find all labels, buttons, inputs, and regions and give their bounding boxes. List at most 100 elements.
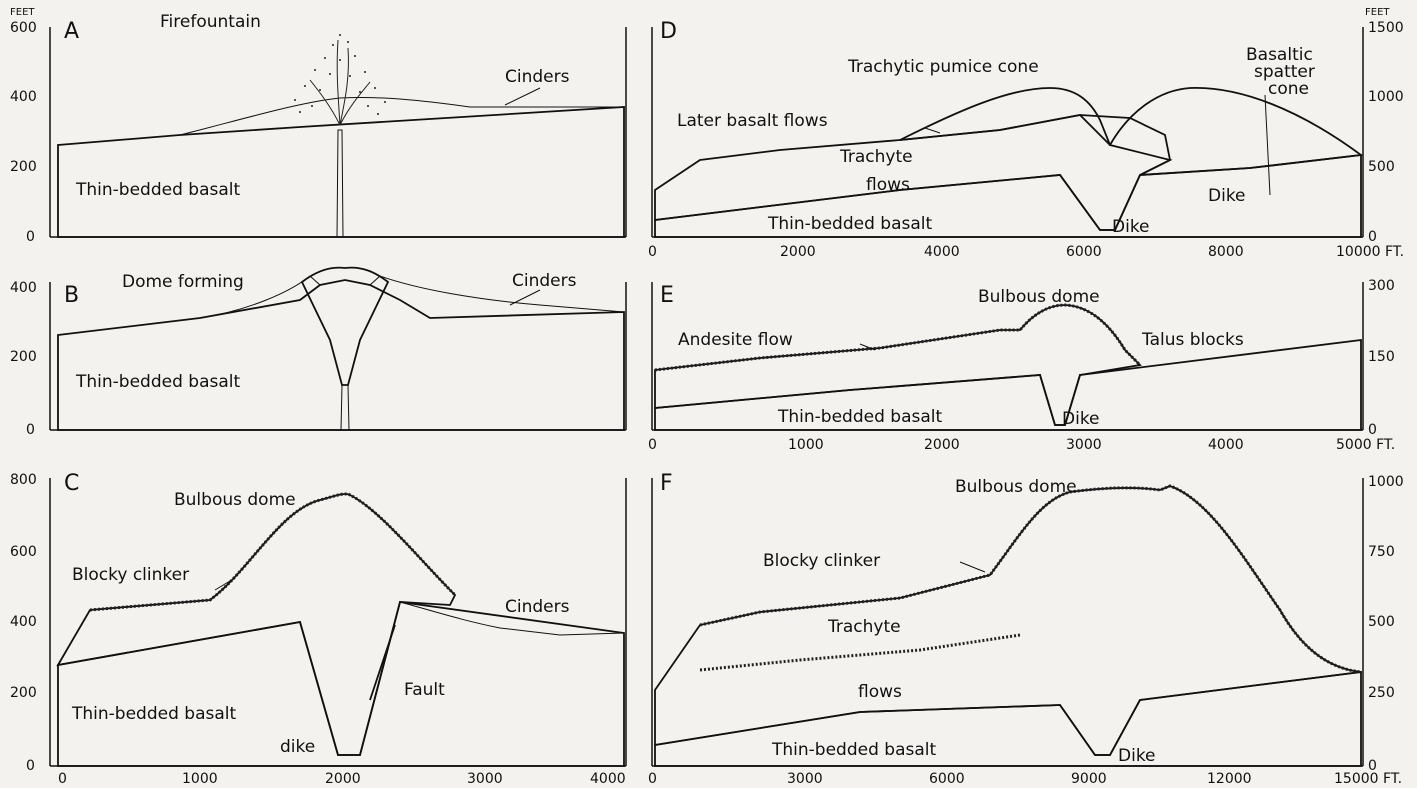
svg-text:5000 FT.: 5000 FT. <box>1336 437 1395 453</box>
basalt-label: Thin-bedded basalt <box>777 407 942 427</box>
svg-text:0: 0 <box>26 758 35 774</box>
basalt-label: Thin-bedded basalt <box>771 740 936 760</box>
trachyte-flows <box>655 486 1361 755</box>
y-ticks: 800 600 400 200 0 <box>10 472 37 774</box>
x-ticks: 0 1000 2000 3000 4000 5000 FT. <box>648 437 1395 453</box>
svg-text:0: 0 <box>648 771 657 787</box>
flows-label: flows <box>858 682 902 702</box>
dome <box>302 268 388 385</box>
svg-text:12000: 12000 <box>1207 771 1252 787</box>
svg-text:1000: 1000 <box>182 771 218 787</box>
dike-label: dike <box>280 737 315 757</box>
cinders-leader <box>505 88 540 105</box>
svg-text:300: 300 <box>1368 278 1395 294</box>
y-ticks: 600 400 200 0 <box>10 20 37 245</box>
dike-upper-label: Dike <box>1208 186 1246 206</box>
svg-text:15000 FT.: 15000 FT. <box>1334 771 1402 787</box>
x-ticks: 0 2000 4000 6000 8000 10000 FT. <box>648 244 1404 260</box>
panel-letter: E <box>660 283 674 308</box>
basalt-layer <box>58 107 624 237</box>
svg-text:0: 0 <box>1368 229 1377 245</box>
svg-text:10000 FT.: 10000 FT. <box>1336 244 1404 260</box>
fault-line <box>370 625 395 700</box>
basalt-label: Thin-bedded basalt <box>75 180 240 200</box>
svg-text:500: 500 <box>1368 614 1395 630</box>
svg-text:3000: 3000 <box>1066 437 1102 453</box>
trachytic-pumice-cone <box>900 88 1110 145</box>
y-ticks: 400 200 0 <box>10 280 37 438</box>
svg-text:2000: 2000 <box>780 244 816 260</box>
panel-e: E Bulbous dome Andesite flow Talus block… <box>648 278 1395 453</box>
cinders-label: Cinders <box>512 271 577 291</box>
svg-text:0: 0 <box>648 244 657 260</box>
svg-text:0: 0 <box>26 229 35 245</box>
svg-text:0: 0 <box>648 437 657 453</box>
svg-text:200: 200 <box>10 685 37 701</box>
svg-text:150: 150 <box>1368 349 1395 365</box>
bulbous-dome-label: Bulbous dome <box>978 287 1100 307</box>
panel-letter: D <box>660 19 677 44</box>
feeder-conduit <box>337 130 343 237</box>
basaltic-spatter-cone <box>1110 88 1361 175</box>
svg-text:8000: 8000 <box>1208 244 1244 260</box>
bulbous-dome-label: Bulbous dome <box>174 490 296 510</box>
x-ticks: 0 1000 2000 3000 4000 <box>58 771 626 787</box>
cinders-label: Cinders <box>505 67 570 87</box>
svg-text:4000: 4000 <box>1208 437 1244 453</box>
svg-text:600: 600 <box>10 544 37 560</box>
y-ticks: 1000 750 500 250 0 <box>1368 474 1404 774</box>
y-ticks: 1500 1000 500 0 <box>1368 20 1404 245</box>
svg-text:0: 0 <box>58 771 67 787</box>
svg-text:4000: 4000 <box>590 771 626 787</box>
blocky-clinker-leader <box>960 562 985 572</box>
svg-text:1500: 1500 <box>1368 20 1404 36</box>
firefountain-label: Firefountain <box>160 12 261 32</box>
spatter-label-line3: cone <box>1268 79 1309 99</box>
clinker-crest <box>90 494 455 610</box>
svg-text:3000: 3000 <box>787 771 823 787</box>
dike-label: Dike <box>1062 409 1100 429</box>
panel-letter: A <box>64 19 79 44</box>
trachyte-label: Trachyte <box>827 617 901 637</box>
svg-text:750: 750 <box>1368 544 1395 560</box>
spatter-dike-leader <box>1265 95 1270 195</box>
svg-text:6000: 6000 <box>929 771 965 787</box>
later-basalt-label: Later basalt flows <box>677 111 828 131</box>
trachyte-label: Trachyte <box>839 147 913 167</box>
trachyte-flows <box>655 115 1170 230</box>
inner-clinker <box>700 635 1020 670</box>
andesite-label: Andesite flow <box>678 330 793 350</box>
clinker-crest <box>700 486 1361 672</box>
svg-text:6000: 6000 <box>1066 244 1102 260</box>
svg-text:0: 0 <box>26 422 35 438</box>
svg-text:200: 200 <box>10 349 37 365</box>
flows-label: flows <box>866 175 910 195</box>
dome-forming-label: Dome forming <box>122 272 244 292</box>
svg-text:400: 400 <box>10 89 37 105</box>
panel-b: B Dome forming Cinders Thin-bedded basal… <box>10 268 626 438</box>
svg-text:200: 200 <box>10 159 37 175</box>
y-axis-unit: FEET <box>1365 7 1390 18</box>
firefountain-spray <box>294 34 386 125</box>
y-ticks: 300 150 0 <box>1368 278 1395 438</box>
basalt-label: Thin-bedded basalt <box>767 214 932 234</box>
svg-text:0: 0 <box>1368 422 1377 438</box>
svg-text:400: 400 <box>10 614 37 630</box>
basalt-label: Thin-bedded basalt <box>71 704 236 724</box>
svg-text:2000: 2000 <box>325 771 361 787</box>
basalt-layer <box>58 602 624 766</box>
svg-text:9000: 9000 <box>1071 771 1107 787</box>
basalt-label: Thin-bedded basalt <box>75 372 240 392</box>
panel-a: A FEET Firefountain Cinders Thin-bedded … <box>10 7 626 245</box>
dome-feeder <box>341 385 349 430</box>
panel-letter: F <box>660 471 673 496</box>
svg-text:500: 500 <box>1368 159 1395 175</box>
svg-text:3000: 3000 <box>467 771 503 787</box>
svg-text:1000: 1000 <box>1368 474 1404 490</box>
panel-letter: C <box>64 471 79 496</box>
later-basalt-leader <box>925 128 940 133</box>
svg-text:800: 800 <box>10 472 37 488</box>
blocky-clinker-label: Blocky clinker <box>763 551 880 571</box>
cinder-layer <box>180 97 624 135</box>
